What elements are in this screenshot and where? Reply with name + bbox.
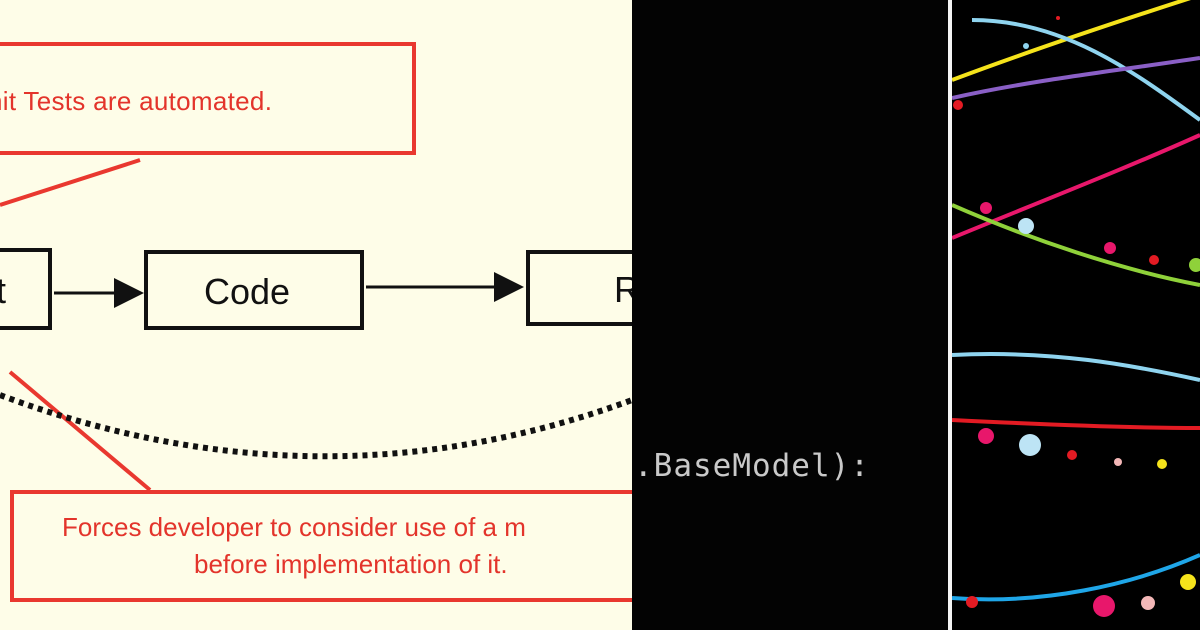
abstract-lines-art [952, 0, 1200, 617]
box-code-label: Code [204, 271, 291, 312]
dot [1056, 16, 1060, 20]
dot [980, 202, 992, 214]
pink-curve [952, 133, 1200, 240]
note-bottom-line1: Forces developer to consider use of a m [62, 512, 526, 542]
dot [966, 596, 978, 608]
dot [1149, 255, 1159, 265]
dot [1019, 434, 1041, 456]
dot [1189, 258, 1200, 272]
code-snippet: .BaseModel): [634, 448, 870, 484]
box-refactor-label: R [614, 269, 632, 310]
panel-divider [948, 0, 952, 630]
green-curve [952, 203, 1200, 287]
red-curve [952, 418, 1200, 430]
box-code: Code [144, 250, 364, 330]
box-test: t [0, 248, 52, 330]
box-test-label: t [0, 270, 7, 311]
box-refactor: R [526, 250, 632, 326]
note-bottom-line2: before implementation of it. [194, 549, 508, 579]
dot [953, 100, 963, 110]
callout-pointer-top [0, 158, 141, 207]
dot [1023, 43, 1029, 49]
dot [1141, 596, 1155, 610]
light-blue-curve-lower [952, 352, 1200, 382]
note-unit-tests-automated: nit Tests are automated. [0, 42, 416, 155]
note-forces-developer: Forces developer to consider use of a m … [10, 490, 632, 602]
dot [1018, 218, 1034, 234]
note-top-text: nit Tests are automated. [0, 86, 273, 116]
dot [1180, 574, 1196, 590]
abstract-lines-panel [952, 0, 1200, 630]
tdd-diagram-panel: nit Tests are automated. t Code R Forces… [0, 0, 632, 630]
dot [1093, 595, 1115, 617]
callout-pointer-bottom [8, 370, 152, 492]
blue-curve [952, 553, 1200, 602]
dot [1157, 459, 1167, 469]
code-panel: .BaseModel): [632, 0, 948, 630]
dot [1104, 242, 1116, 254]
light-blue-curve [971, 18, 1200, 122]
dot [1114, 458, 1122, 466]
dot [1067, 450, 1077, 460]
diagram-connectors [0, 158, 632, 492]
purple-curve [952, 56, 1200, 100]
dotted-cycle-arc [0, 392, 632, 460]
dot [978, 428, 994, 444]
yellow-curve [952, 0, 1191, 82]
